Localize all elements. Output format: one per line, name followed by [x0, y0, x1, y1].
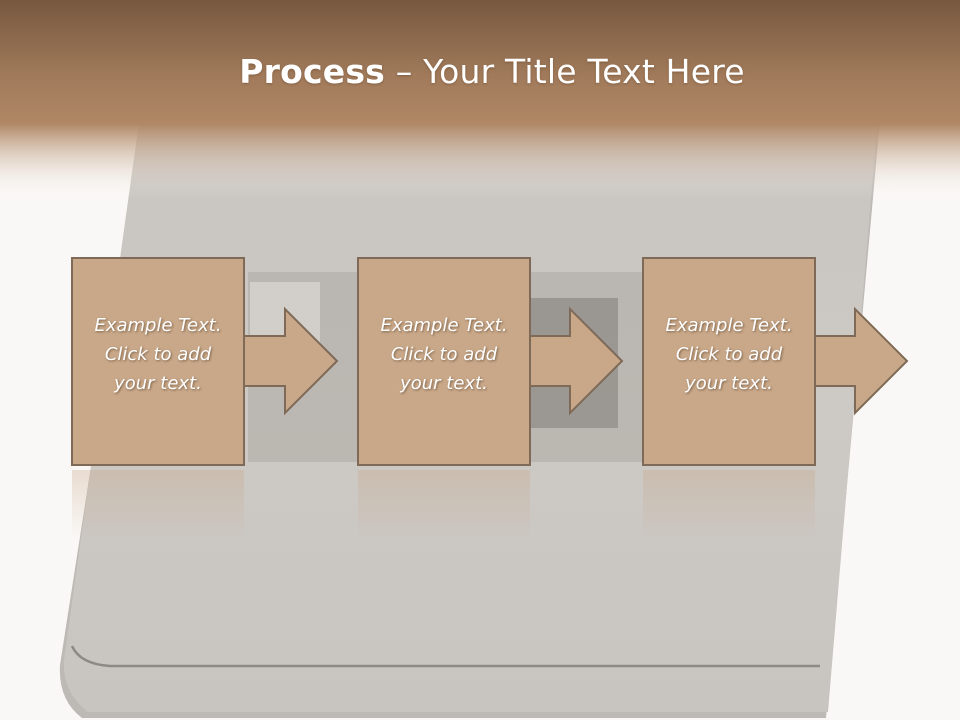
step-text-line: your text. [685, 373, 773, 394]
step-text-line: your text. [114, 373, 202, 394]
process-step-1-text[interactable]: Example Text. Click to add your text. [71, 311, 245, 398]
process-step-2-text[interactable]: Example Text. Click to add your text. [357, 311, 531, 398]
tablet-bottom-edge [70, 645, 820, 668]
process-step-3-shape [642, 257, 909, 466]
step-text-line: Example Text. [665, 315, 793, 336]
slide-title-rest: – Your Title Text Here [385, 52, 745, 91]
process-step-3-text[interactable]: Example Text. Click to add your text. [642, 311, 816, 398]
step-text-line: Click to add [390, 344, 498, 365]
step-text-line: Click to add [104, 344, 212, 365]
slide-title-bold: Process [239, 52, 386, 91]
step-text-line: Example Text. [380, 315, 508, 336]
header-band [0, 0, 960, 200]
slide-title[interactable]: Process – Your Title Text Here [0, 52, 960, 91]
step-text-line: Click to add [675, 344, 783, 365]
step-text-line: Example Text. [94, 315, 222, 336]
process-step-1-shape [71, 257, 339, 466]
step-text-line: your text. [400, 373, 488, 394]
process-step-2-shape [357, 257, 624, 466]
